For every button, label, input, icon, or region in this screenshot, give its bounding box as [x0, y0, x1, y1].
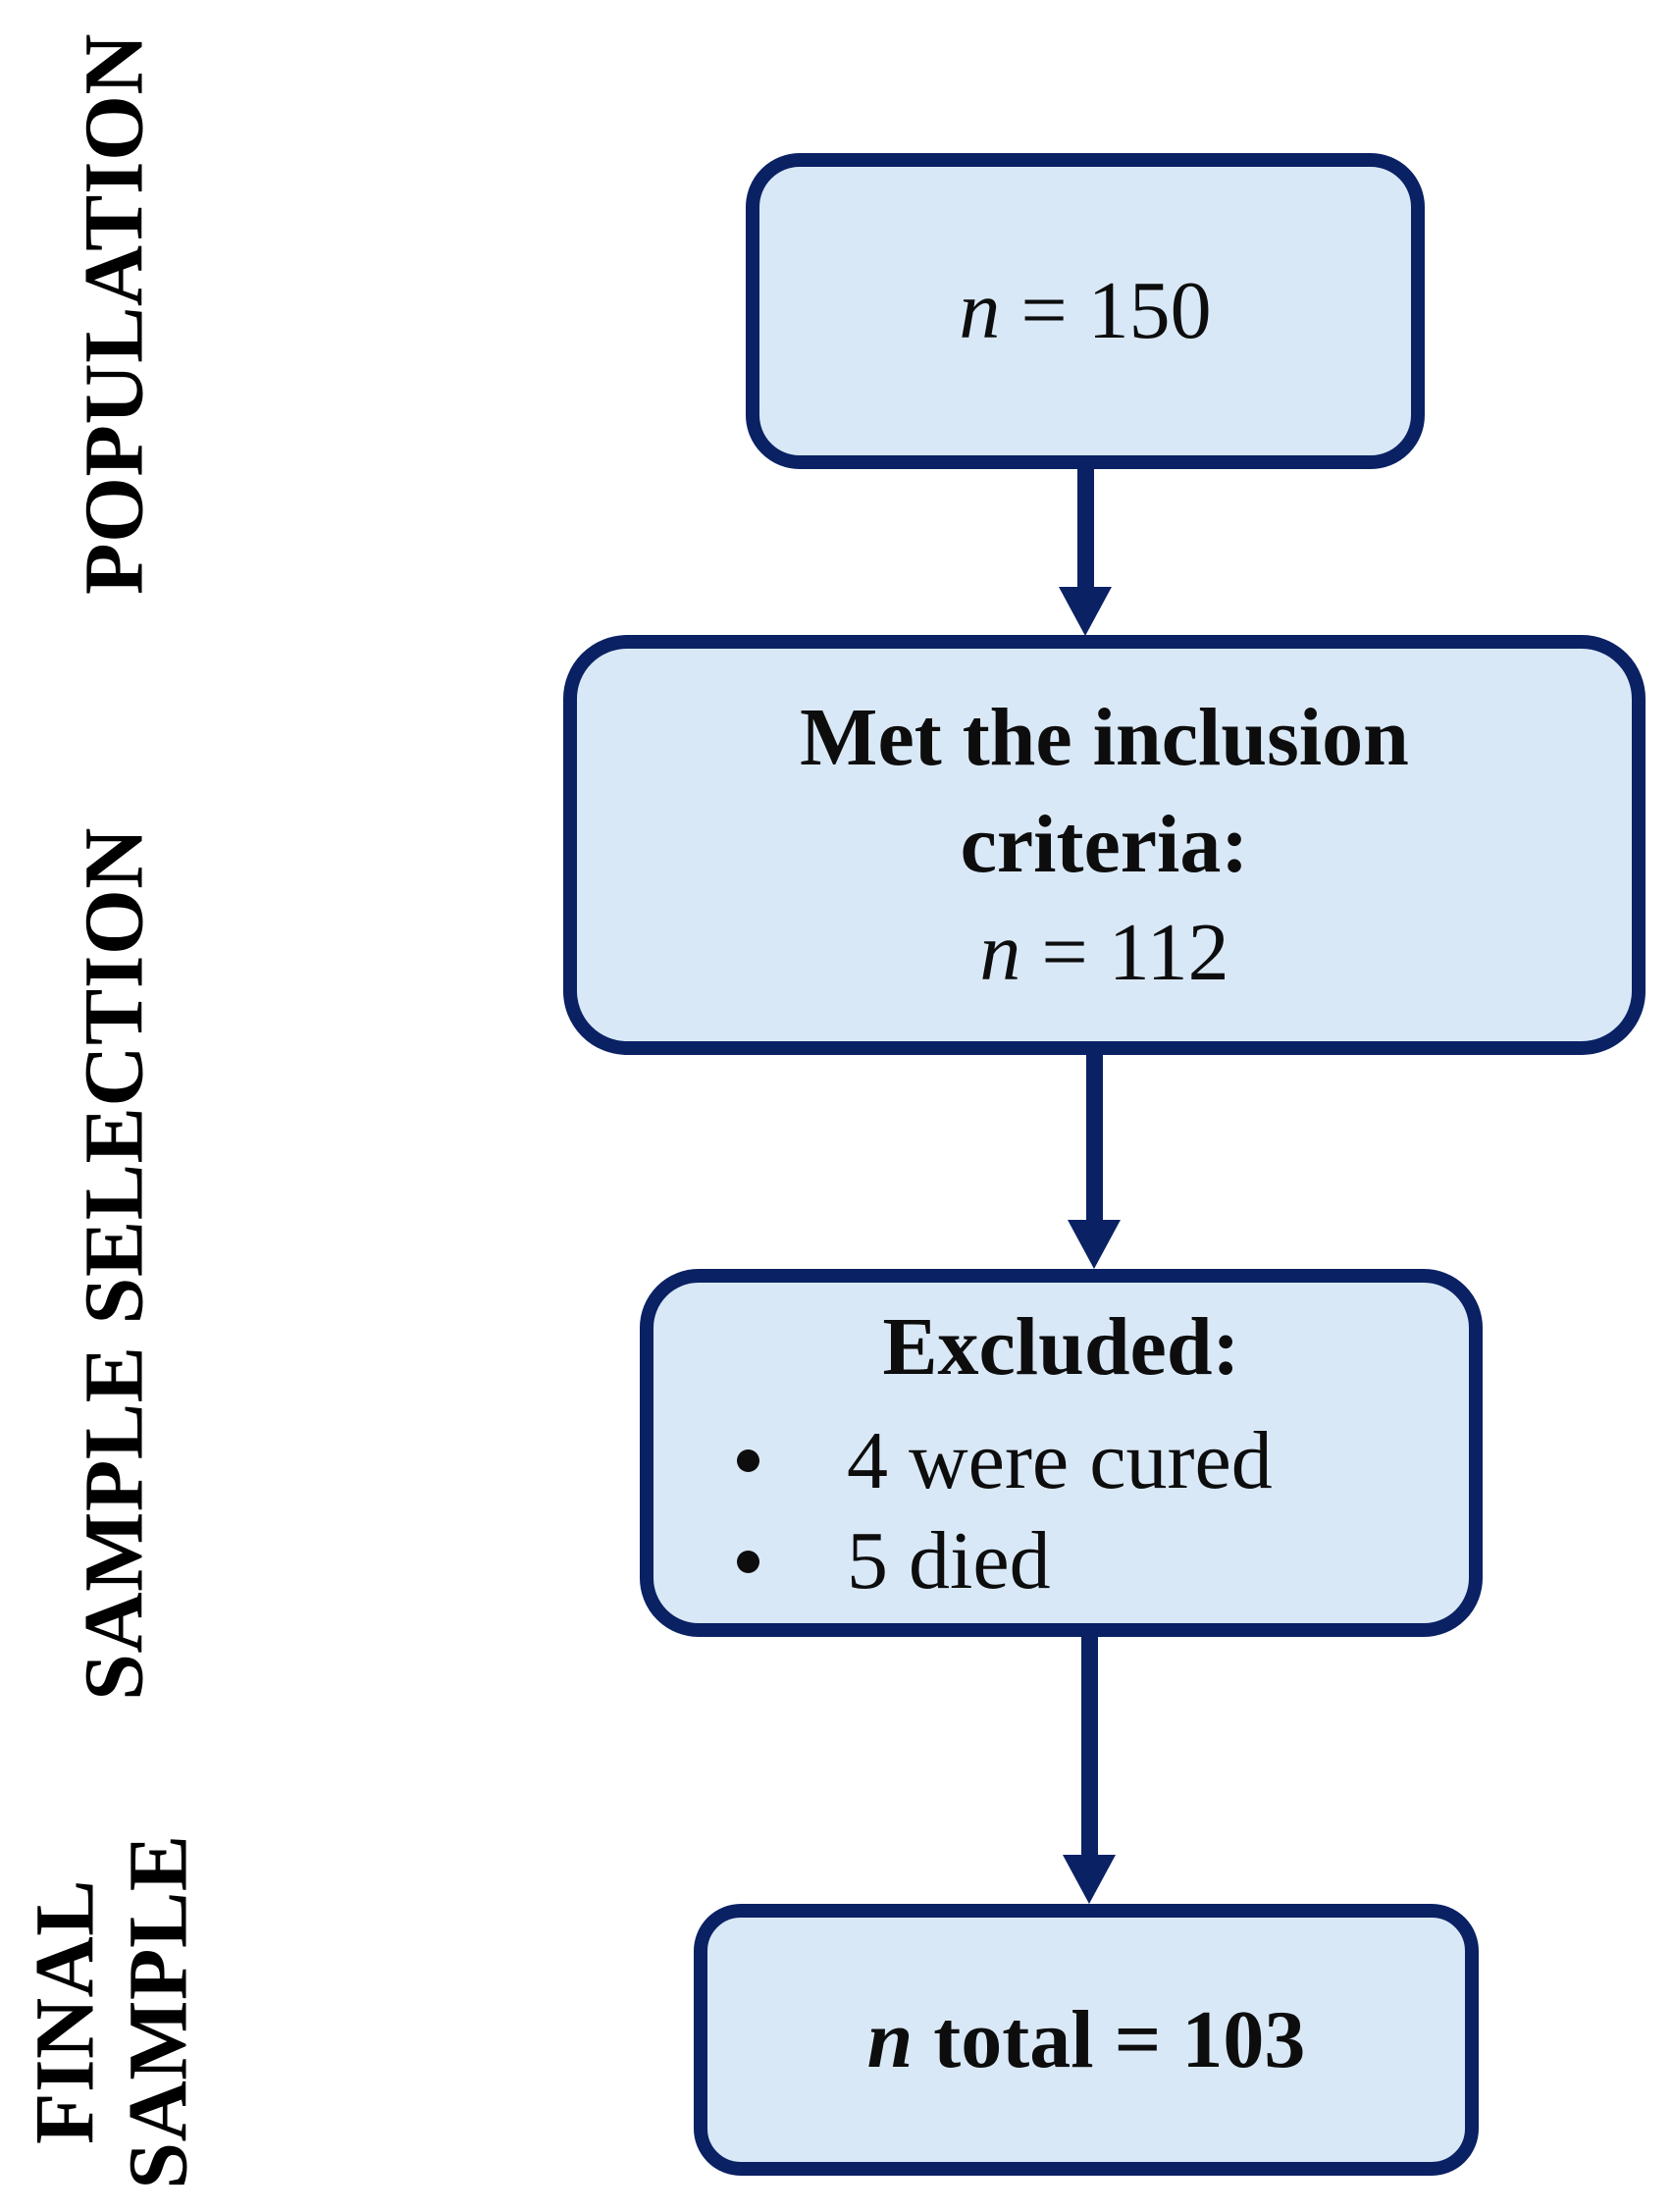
excluded-bullet-item: 4 were cured — [737, 1411, 1469, 1511]
inclusion-criteria-box: Met the inclusion criteria: n = 112 — [563, 635, 1646, 1055]
stage-label-final-sample-line1: FINAL — [17, 1878, 112, 2145]
stage-label-final-sample-line2: SAMPLE — [110, 1834, 204, 2189]
stage-label-final-sample: FINAL SAMPLE — [17, 1834, 204, 2189]
excluded-box: Excluded: 4 were cured 5 died — [640, 1269, 1483, 1637]
down-arrow-stem — [1081, 1637, 1098, 1857]
final-total-text: n total = 103 — [867, 1986, 1306, 2093]
inclusion-count-value: = 112 — [1020, 906, 1229, 998]
n-variable: n — [959, 265, 1001, 357]
bullet-dot-icon — [737, 1550, 759, 1573]
excluded-bullet-text: 5 died — [847, 1515, 1051, 1607]
population-count-text: n = 150 — [959, 257, 1211, 364]
inclusion-title-line1: Met the inclusion — [800, 692, 1409, 784]
bullet-dot-icon — [737, 1449, 759, 1473]
down-arrow-head — [1059, 587, 1112, 636]
inclusion-title-line2: criteria: — [960, 799, 1249, 891]
population-count-box: n = 150 — [746, 153, 1425, 469]
excluded-bullet-text: 4 were cured — [847, 1414, 1273, 1506]
n-variable: n — [866, 1993, 914, 2085]
population-count-value: = 150 — [1000, 265, 1212, 357]
down-arrow-head — [1063, 1855, 1116, 1904]
down-arrow-stem — [1077, 469, 1094, 589]
n-variable: n — [979, 906, 1021, 998]
final-total-value: total = 103 — [913, 1993, 1306, 2085]
excluded-bullet-item: 5 died — [737, 1511, 1469, 1611]
down-arrow-head — [1068, 1220, 1121, 1269]
excluded-bullet-list: 4 were cured 5 died — [653, 1411, 1469, 1612]
excluded-title: Excluded: — [882, 1301, 1240, 1394]
stage-label-sample-selection: SAMPLE SELECTION — [66, 827, 161, 1701]
down-arrow-stem — [1086, 1055, 1103, 1222]
inclusion-count-text: n = 112 — [979, 899, 1228, 1006]
stage-label-population: POPULATION — [66, 33, 161, 595]
final-sample-total-box: n total = 103 — [694, 1904, 1479, 2176]
